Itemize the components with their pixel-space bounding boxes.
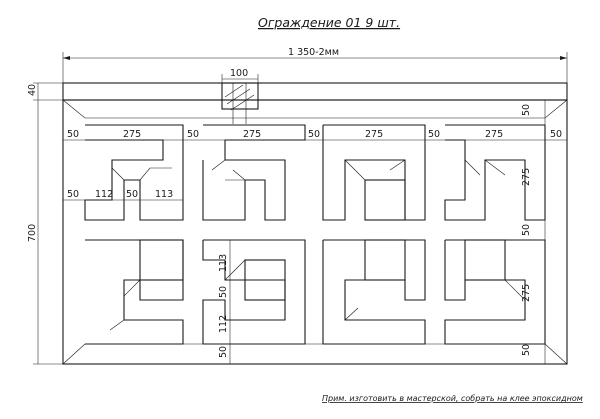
bevel	[111, 167, 125, 181]
dim-left-heights: 40 700	[27, 82, 63, 365]
dim-50: 50	[126, 189, 138, 200]
top-rail	[62, 82, 568, 101]
inner-square	[244, 259, 286, 301]
meander-path	[322, 239, 426, 345]
dim-50: 50	[521, 224, 532, 236]
bevel	[139, 167, 172, 181]
dim-113: 113	[155, 189, 173, 200]
bevel	[484, 159, 506, 176]
pattern-block-7	[322, 239, 426, 345]
bevel	[504, 279, 526, 301]
dim-50: 50	[308, 129, 320, 140]
dim-chain-top: 50 275 50 275 50 275 50 275 50	[63, 129, 567, 141]
dim-label-top-rail: 40	[27, 84, 38, 96]
bevel	[123, 279, 141, 297]
dim-112: 112	[95, 189, 113, 200]
top-bevel	[62, 99, 568, 119]
dim-label-post: 100	[230, 68, 248, 79]
post-detail	[221, 82, 259, 124]
dim-chain-right: 50 275 50 275 50	[521, 100, 546, 364]
dim-112: 112	[218, 315, 229, 333]
dim-50: 50	[67, 129, 79, 140]
inner-square	[364, 239, 406, 281]
bevel-bl	[62, 343, 86, 365]
dim-50: 50	[550, 129, 562, 140]
meander-path	[85, 239, 184, 345]
bevel	[464, 159, 481, 176]
dim-275: 275	[365, 129, 383, 140]
dim-50: 50	[187, 129, 199, 140]
bevel	[109, 319, 125, 331]
post-box	[221, 82, 259, 110]
bevel	[344, 159, 366, 181]
pattern-block-1	[84, 124, 184, 221]
inner-square	[139, 239, 184, 281]
inner-square	[464, 239, 506, 281]
dim-113: 113	[218, 254, 229, 272]
dim-chain-center: 113 50 112 50	[218, 240, 231, 364]
post-hatch	[224, 84, 244, 98]
post-hatch	[230, 94, 255, 111]
bevel	[224, 259, 246, 281]
dim-275: 275	[123, 129, 141, 140]
inner-step	[225, 179, 246, 220]
bevel	[344, 307, 359, 321]
dim-275: 275	[521, 284, 532, 302]
dim-50: 50	[218, 286, 229, 298]
meander-path	[84, 124, 184, 221]
bevel	[211, 159, 226, 171]
dim-post-width: 100	[221, 68, 259, 83]
pattern-block-3	[322, 124, 426, 221]
drawing-note: Прим. изготовить в мастерской, собрать н…	[322, 394, 583, 403]
meander-path	[202, 239, 306, 345]
pattern-block-6	[202, 239, 306, 345]
dim-overall-width: 1 350-2мм	[62, 47, 568, 83]
dim-50: 50	[521, 344, 532, 356]
pattern-block-5	[85, 239, 184, 345]
inner-square	[364, 179, 406, 221]
bevel	[232, 169, 246, 181]
dim-50: 50	[521, 104, 532, 116]
bevel-br	[544, 343, 568, 365]
dim-50: 50	[218, 346, 229, 358]
dim-label-overall-width: 1 350-2мм	[288, 47, 339, 58]
dim-label-overall-height: 700	[27, 224, 38, 242]
post-hatch	[226, 88, 251, 105]
dim-275: 275	[521, 168, 532, 186]
dim-50: 50	[67, 189, 79, 200]
dim-chain-middle: 50 112 50 113	[63, 189, 183, 201]
dim-50: 50	[428, 129, 440, 140]
panel-outline	[62, 99, 568, 365]
bevel	[389, 159, 406, 171]
dim-275: 275	[243, 129, 261, 140]
drawing-title: Ограждение 01 9 шт.	[258, 15, 400, 30]
dim-275: 275	[485, 129, 503, 140]
